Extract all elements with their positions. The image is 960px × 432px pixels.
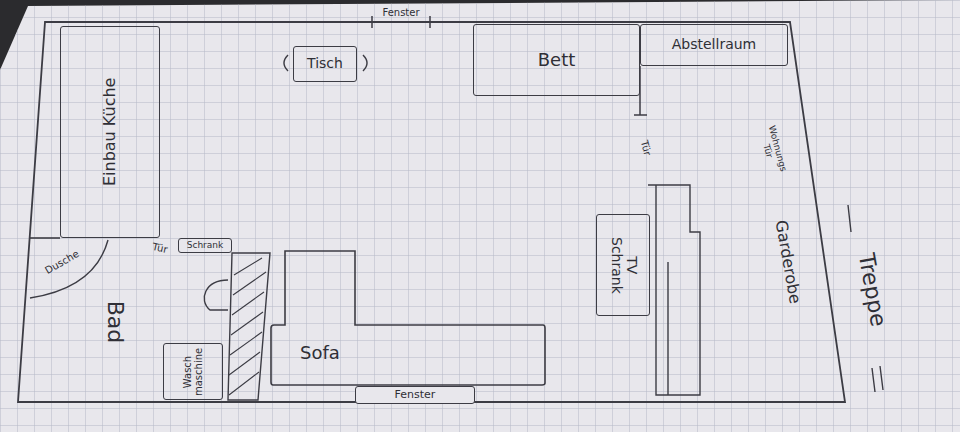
shower-curve xyxy=(30,240,108,298)
stair-label: Treppe xyxy=(854,252,891,329)
room-label: Garderobe xyxy=(772,219,804,305)
kitchen-area: Einbau Küche xyxy=(60,26,160,238)
room-text: TV Schrank xyxy=(608,237,639,294)
washer-box: Wasch maschine xyxy=(163,343,223,400)
window-mark xyxy=(372,16,430,28)
tv-cabinet: TV Schrank xyxy=(596,214,650,316)
hatching xyxy=(229,258,266,395)
table-box: Tisch xyxy=(293,46,357,82)
room-text: Einbau Küche xyxy=(101,78,119,187)
sofa-outline xyxy=(270,250,546,386)
sofa-outline xyxy=(271,251,545,385)
sofa-shape: Sofa xyxy=(270,250,546,386)
room-text: Sofa xyxy=(300,343,340,363)
room-text: Schrank xyxy=(187,241,224,251)
chair-symbol xyxy=(363,55,367,71)
door-wall xyxy=(634,66,647,115)
room-text: Wasch maschine xyxy=(182,348,204,396)
room-text: Abstellraum xyxy=(672,37,757,52)
chair-symbol xyxy=(284,55,288,71)
bed-box: Bett xyxy=(473,24,640,96)
storage-room: Abstellraum xyxy=(640,24,788,66)
wall xyxy=(30,237,60,239)
window-label: Fenster xyxy=(382,7,419,18)
room-text: Fenster xyxy=(395,389,436,401)
room-label: Dusche xyxy=(43,248,81,276)
door-label: Tür xyxy=(151,241,168,255)
room-text: Bett xyxy=(538,50,576,70)
partition-wall xyxy=(648,185,700,395)
cabinet-box: Schrank xyxy=(178,238,232,253)
outer-wall xyxy=(18,22,845,402)
room-label: Bad xyxy=(103,301,127,344)
hatched-wall xyxy=(228,253,270,400)
toilet-symbol xyxy=(204,280,228,310)
door-label: Wohnungs Tür xyxy=(756,123,788,176)
room-text: Tisch xyxy=(307,56,343,71)
door-label: Tür xyxy=(639,139,654,157)
window-box: Fenster xyxy=(355,386,475,404)
